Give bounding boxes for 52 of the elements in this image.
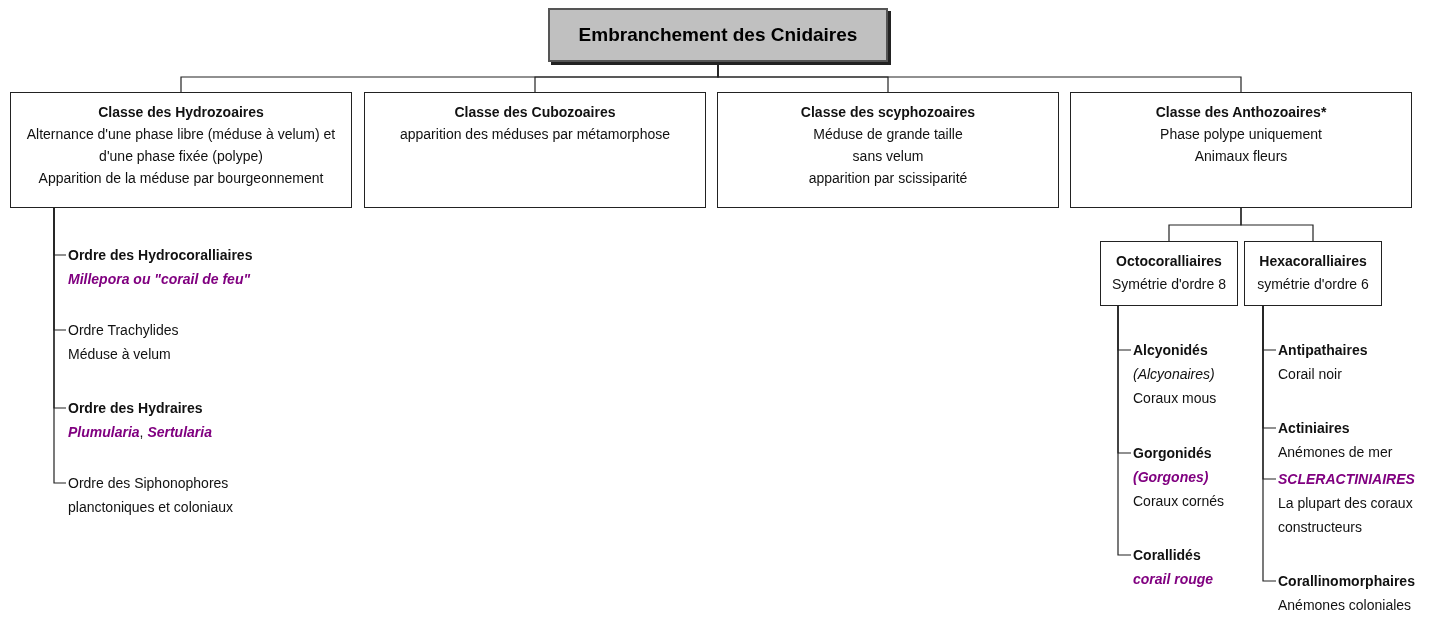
node-heading: Embranchement des Cnidaires [578, 24, 858, 46]
node-text: sans velum [852, 147, 924, 166]
node-text: Phase polype uniquement [1160, 125, 1322, 144]
subclass-box [1100, 241, 1238, 306]
node-text: Méduse à velum [68, 345, 171, 364]
node-text: (Alcyonaires) [1133, 365, 1215, 384]
node-text: Apparition de la méduse par bourgeonnement [38, 169, 324, 188]
node-heading: Gorgonidés [1133, 444, 1212, 463]
class-box [1070, 92, 1412, 208]
node-heading: Classe des Anthozoaires* [1155, 103, 1327, 122]
node-heading: SCLERACTINIAIRES [1278, 470, 1415, 489]
node-text: (Gorgones) [1133, 468, 1209, 487]
connector-line [1240, 207, 1314, 242]
class-box [717, 92, 1059, 208]
node-heading: Antipathaires [1278, 341, 1368, 360]
node-heading: Corallidés [1133, 546, 1201, 565]
title-box [548, 8, 888, 62]
node-heading: Classe des Cubozoaires [454, 103, 616, 122]
connector-line [53, 207, 67, 484]
node-text: corail rouge [1133, 570, 1214, 589]
subclass-box [1244, 241, 1382, 306]
node-text: Plumularia, Sertularia [68, 423, 212, 442]
node-text: apparition par scissiparité [808, 169, 968, 188]
node-text: Symétrie d'ordre 8 [1112, 275, 1226, 294]
node-text: Méduse de grande taille [813, 125, 963, 144]
node-text: Corail noir [1278, 365, 1342, 384]
node-text: planctoniques et coloniaux [68, 498, 233, 517]
node-heading: Ordre des Siphonophores [68, 474, 229, 493]
connector-line [1262, 305, 1277, 582]
node-heading: Actiniaires [1278, 419, 1350, 438]
node-text: apparition des méduses par métamorphose [399, 125, 670, 144]
node-text: Coraux cornés [1133, 492, 1225, 511]
node-text: La plupart des coraux constructeurs [1278, 494, 1414, 537]
node-heading: Classe des Hydrozoaires [98, 103, 264, 122]
node-text: symétrie d'ordre 6 [1257, 275, 1369, 294]
node-text: Millepora ou "corail de feu" [68, 270, 251, 289]
node-text: Alternance d'une phase libre (méduse à velum) et d'une phase fixée (polype) [25, 125, 337, 166]
node-heading: Ordre des Hydraires [68, 399, 203, 418]
connector-line [1117, 305, 1132, 556]
node-text: Animaux fleurs [1194, 147, 1288, 166]
node-heading: Hexacoralliaires [1259, 252, 1367, 271]
node-text: Coraux mous [1133, 389, 1217, 408]
node-heading: Alcyonidés [1133, 341, 1208, 360]
node-heading: Octocoralliaires [1116, 252, 1222, 271]
node-heading: Corallinomorphaires [1278, 572, 1415, 591]
node-heading: Classe des scyphozoaires [800, 103, 976, 122]
node-text: Anémones coloniales [1278, 596, 1412, 615]
node-text: Anémones de mer [1278, 443, 1393, 462]
node-heading: Ordre des Hydrocoralliaires [68, 246, 253, 265]
class-box [364, 92, 706, 208]
node-heading: Ordre Trachylides [68, 321, 179, 340]
class-box [10, 92, 352, 208]
